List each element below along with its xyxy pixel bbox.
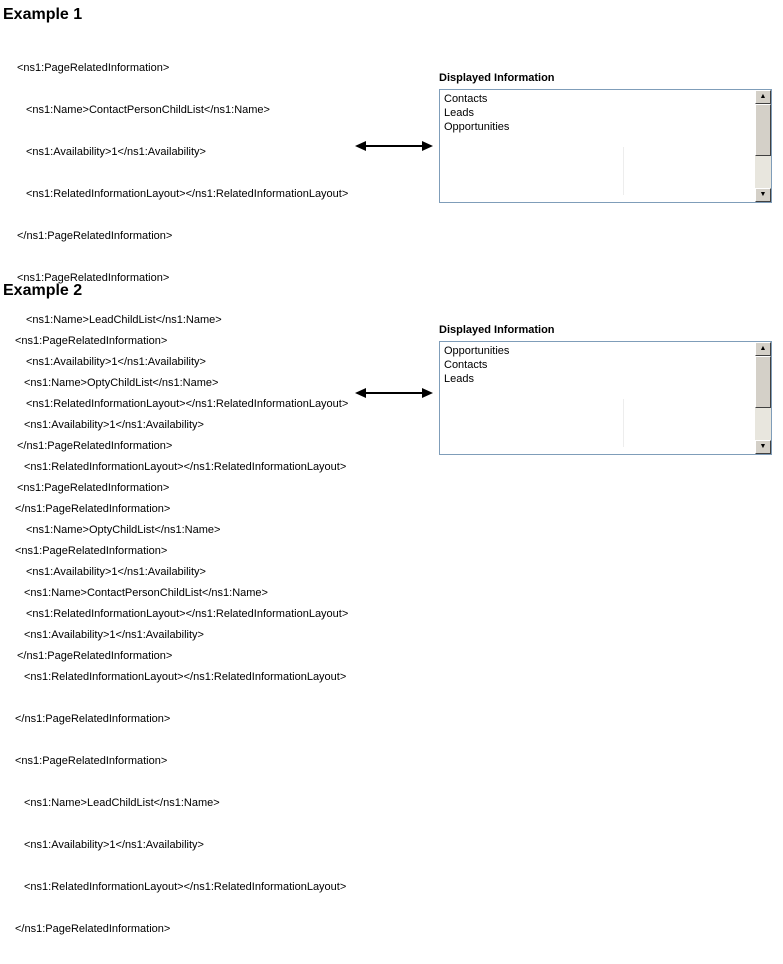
scroll-down-arrow-icon[interactable]: ▼ [755,188,771,202]
scrollbar-track[interactable] [755,408,771,440]
code-line: <ns1:RelatedInformationLayout></ns1:Rela… [26,398,349,410]
scroll-up-arrow-icon[interactable]: ▲ [755,342,771,356]
list-item[interactable]: Opportunities [444,345,510,357]
code-line: <ns1:PageRelatedInformation> [17,62,170,74]
listbox-items: Opportunities Contacts Leads [444,344,509,386]
double-headed-arrow-icon [355,388,433,398]
code-line: </ns1:PageRelatedInformation> [15,713,171,725]
code-line: <ns1:PageRelatedInformation> [15,545,168,557]
code-line: <ns1:Availability>1</ns1:Availability> [24,629,204,641]
double-headed-arrow-icon [355,141,433,151]
code-line: <ns1:PageRelatedInformation> [17,482,170,494]
code-line: <ns1:Availability>1</ns1:Availability> [24,419,204,431]
code-line: <ns1:RelatedInformationLayout></ns1:Rela… [24,461,347,473]
code-line: <ns1:Name>LeadChildList</ns1:Name> [24,797,220,809]
scroll-up-arrow-icon[interactable]: ▲ [755,90,771,104]
code-line: <ns1:PageRelatedInformation> [15,755,168,767]
example-1-heading: Example 1 [3,6,83,23]
vertical-scrollbar[interactable]: ▲ ▼ [755,342,771,454]
code-line: </ns1:PageRelatedInformation> [17,230,173,242]
code-line: <ns1:Availability>1</ns1:Availability> [26,146,206,158]
displayed-information-label: Displayed Information [439,72,555,84]
list-item[interactable]: Contacts [444,359,488,371]
scroll-down-arrow-icon[interactable]: ▼ [755,440,771,454]
code-line: <ns1:RelatedInformationLayout></ns1:Rela… [24,881,347,893]
code-line: <ns1:Name>LeadChildList</ns1:Name> [26,314,222,326]
scrollbar-track[interactable] [755,156,771,188]
displayed-information-listbox[interactable]: Contacts Leads Opportunities ▲ ▼ [439,89,772,203]
example-2-code-block: <ns1:PageRelatedInformation> <ns1:Name>O… [15,306,346,964]
scrollbar-thumb[interactable] [755,356,771,408]
code-line: <ns1:Availability>1</ns1:Availability> [24,839,204,851]
listbox-items: Contacts Leads Opportunities [444,92,509,134]
code-line: <ns1:Name>ContactPersonChildList</ns1:Na… [26,104,270,116]
list-item[interactable]: Opportunities [444,121,510,133]
displayed-information-label: Displayed Information [439,324,555,336]
code-line: <ns1:RelatedInformationLayout></ns1:Rela… [24,671,347,683]
code-line: <ns1:Availability>1</ns1:Availability> [26,356,206,368]
list-item[interactable]: Leads [444,373,474,385]
code-line: <ns1:RelatedInformationLayout></ns1:Rela… [26,188,349,200]
example-2-heading: Example 2 [3,282,83,299]
code-line: <ns1:PageRelatedInformation> [15,335,168,347]
code-line: <ns1:PageRelatedInformation> [17,272,170,284]
scrollbar-thumb[interactable] [755,104,771,156]
divider [623,399,624,447]
divider [623,147,624,195]
code-line: </ns1:PageRelatedInformation> [15,923,171,935]
code-line: </ns1:PageRelatedInformation> [17,440,173,452]
displayed-information-listbox[interactable]: Opportunities Contacts Leads ▲ ▼ [439,341,772,455]
list-item[interactable]: Leads [444,107,474,119]
code-line: <ns1:Name>OptyChildList</ns1:Name> [24,377,219,389]
code-line: <ns1:Name>ContactPersonChildList</ns1:Na… [24,587,268,599]
list-item[interactable]: Contacts [444,93,488,105]
vertical-scrollbar[interactable]: ▲ ▼ [755,90,771,202]
code-line: </ns1:PageRelatedInformation> [15,503,171,515]
